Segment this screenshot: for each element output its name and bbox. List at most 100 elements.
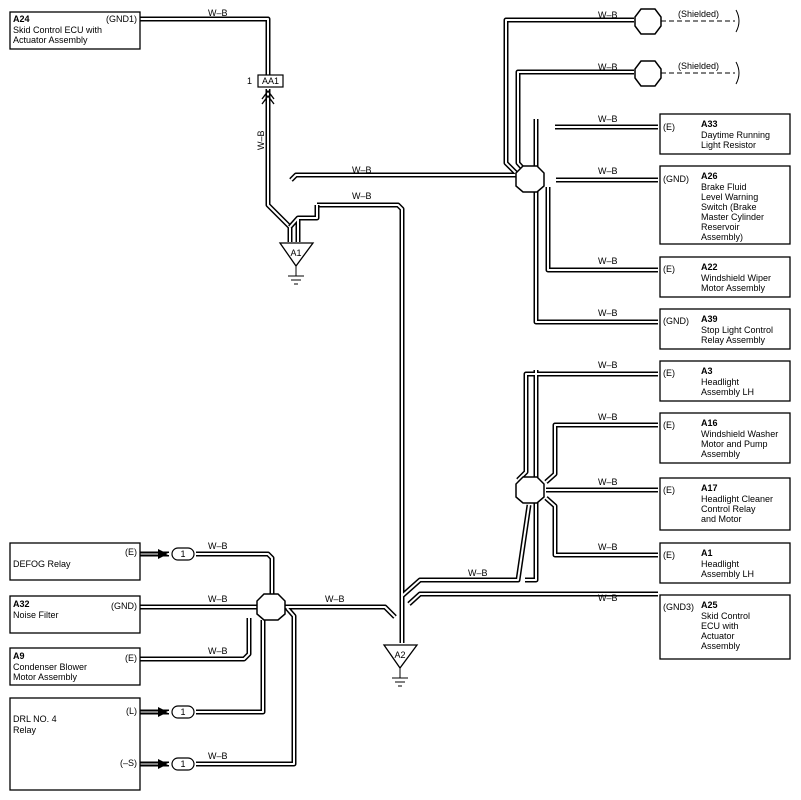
wire-color-labels: W–B W–B W–B W–B W–B W–B W–B W–B W–B W–B … [208, 8, 618, 761]
junction-lower-right [515, 476, 545, 504]
splice-pill-drl-s: 1 [140, 757, 195, 771]
component-a26: (GND) A26 Brake Fluid Level Warning Swit… [659, 165, 791, 245]
arrow-icon [158, 707, 168, 717]
pin-label: (GND3) [663, 602, 694, 612]
wire-label: W–B [598, 542, 618, 552]
junction-lower-left [256, 593, 286, 621]
svg-text:A3: A3 [701, 366, 713, 376]
svg-text:Stop Light Control: Stop Light Control [701, 325, 773, 335]
svg-text:DEFOG Relay: DEFOG Relay [13, 559, 71, 569]
svg-text:1: 1 [180, 707, 185, 717]
svg-text:A1: A1 [701, 548, 713, 558]
svg-text:Actuator: Actuator [701, 631, 735, 641]
pin-label: (E) [663, 264, 675, 274]
pin-label: (GND) [111, 601, 137, 611]
svg-text:Noise Filter: Noise Filter [13, 610, 59, 620]
pin-label: (E) [125, 653, 137, 663]
svg-text:A17: A17 [701, 483, 718, 493]
pin-label: (E) [663, 550, 675, 560]
wire-label: W–B [256, 130, 266, 150]
component-a1: (E) A1 Headlight Assembly LH [659, 542, 791, 584]
junction-upper [515, 165, 545, 193]
arrow-icon [158, 759, 168, 769]
ground-a2: A2 [382, 644, 419, 687]
pin-label: (GND) [663, 174, 689, 184]
connector-aa1: AA1 1 [247, 74, 284, 105]
svg-text:(Shielded): (Shielded) [678, 9, 719, 19]
svg-text:Control Relay: Control Relay [701, 504, 756, 514]
junction-octagon-icon [515, 476, 545, 504]
svg-text:Motor Assembly: Motor Assembly [13, 672, 78, 682]
component-a9: A9 Condenser Blower Motor Assembly (E) [9, 647, 141, 686]
svg-text:Light Resistor: Light Resistor [701, 140, 756, 150]
wire-label: W–B [598, 360, 618, 370]
svg-text:Skid Control ECU with: Skid Control ECU with [13, 25, 102, 35]
svg-text:Headlight: Headlight [701, 559, 740, 569]
svg-text:A16: A16 [701, 418, 718, 428]
shield-octagon-icon [634, 60, 662, 87]
splice-pill-defog: 1 [140, 547, 195, 561]
component-a22: (E) A22 Windshield Wiper Motor Assembly [659, 256, 791, 298]
svg-text:Master Cylinder: Master Cylinder [701, 212, 764, 222]
svg-text:DRL NO. 4: DRL NO. 4 [13, 714, 57, 724]
component-a33: (E) A33 Daytime Running Light Resistor [659, 113, 791, 155]
svg-text:AA1: AA1 [262, 76, 279, 86]
svg-text:1: 1 [180, 549, 185, 559]
wire-label: W–B [208, 646, 228, 656]
wire-label: W–B [598, 412, 618, 422]
junction-octagon-icon [515, 165, 545, 193]
splice-pill-drl-l: 1 [140, 705, 195, 719]
component-a25: (GND3) A25 Skid Control ECU with Actuato… [659, 594, 791, 660]
wire-harness [140, 16, 658, 767]
pin-label: (L) [126, 706, 137, 716]
wire-label: W–B [598, 256, 618, 266]
svg-text:Relay: Relay [13, 725, 37, 735]
component-defog-relay: DEFOG Relay (E) [9, 542, 141, 581]
wire-label: W–B [598, 593, 618, 603]
wire-label: W–B [468, 568, 488, 578]
component-a16: (E) A16 Windshield Washer Motor and Pump… [659, 412, 791, 464]
wire-label: W–B [208, 594, 228, 604]
component-a17: (E) A17 Headlight Cleaner Control Relay … [659, 477, 791, 531]
svg-text:ECU with: ECU with [701, 621, 739, 631]
wire-label: W–B [598, 308, 618, 318]
wire-label: W–B [598, 477, 618, 487]
connector-arrow-icon [261, 89, 275, 105]
svg-text:Motor and Pump: Motor and Pump [701, 439, 768, 449]
svg-text:Condenser Blower: Condenser Blower [13, 662, 87, 672]
svg-text:1: 1 [180, 759, 185, 769]
component-a24: A24 Skid Control ECU with Actuator Assem… [9, 11, 141, 50]
svg-text:Level Warning: Level Warning [701, 192, 758, 202]
svg-text:Relay Assembly: Relay Assembly [701, 335, 766, 345]
svg-text:Actuator Assembly: Actuator Assembly [13, 35, 88, 45]
pin-label: (–S) [120, 758, 137, 768]
component-drl-no4-relay: DRL NO. 4 Relay (L) (–S) [9, 697, 141, 791]
ground-triangle-icon [278, 242, 315, 268]
svg-text:and Motor: and Motor [701, 514, 742, 524]
arrow-icon [158, 549, 168, 559]
component-a3: (E) A3 Headlight Assembly LH [659, 360, 791, 402]
svg-text:Assembly LH: Assembly LH [701, 387, 754, 397]
svg-text:Skid Control: Skid Control [701, 611, 750, 621]
pin-label: (E) [663, 485, 675, 495]
svg-text:A33: A33 [701, 119, 718, 129]
wire-label: W–B [598, 166, 618, 176]
svg-text:A39: A39 [701, 314, 718, 324]
wire-label: W–B [325, 594, 345, 604]
svg-text:(Shielded): (Shielded) [678, 61, 719, 71]
svg-text:A9: A9 [13, 651, 25, 661]
junction-octagon-icon [256, 593, 286, 621]
shielded-wire-1: (Shielded) [634, 8, 740, 35]
pin-label: (E) [663, 420, 675, 430]
svg-text:A32: A32 [13, 599, 30, 609]
svg-text:Assembly: Assembly [701, 449, 741, 459]
svg-text:Brake Fluid: Brake Fluid [701, 182, 747, 192]
svg-text:Windshield Washer: Windshield Washer [701, 429, 778, 439]
svg-text:A2: A2 [394, 650, 405, 660]
svg-text:A22: A22 [701, 262, 718, 272]
svg-text:A24: A24 [13, 14, 30, 24]
svg-text:A26: A26 [701, 171, 718, 181]
shielded-wire-2: (Shielded) [634, 60, 740, 87]
svg-text:Assembly): Assembly) [701, 232, 743, 242]
